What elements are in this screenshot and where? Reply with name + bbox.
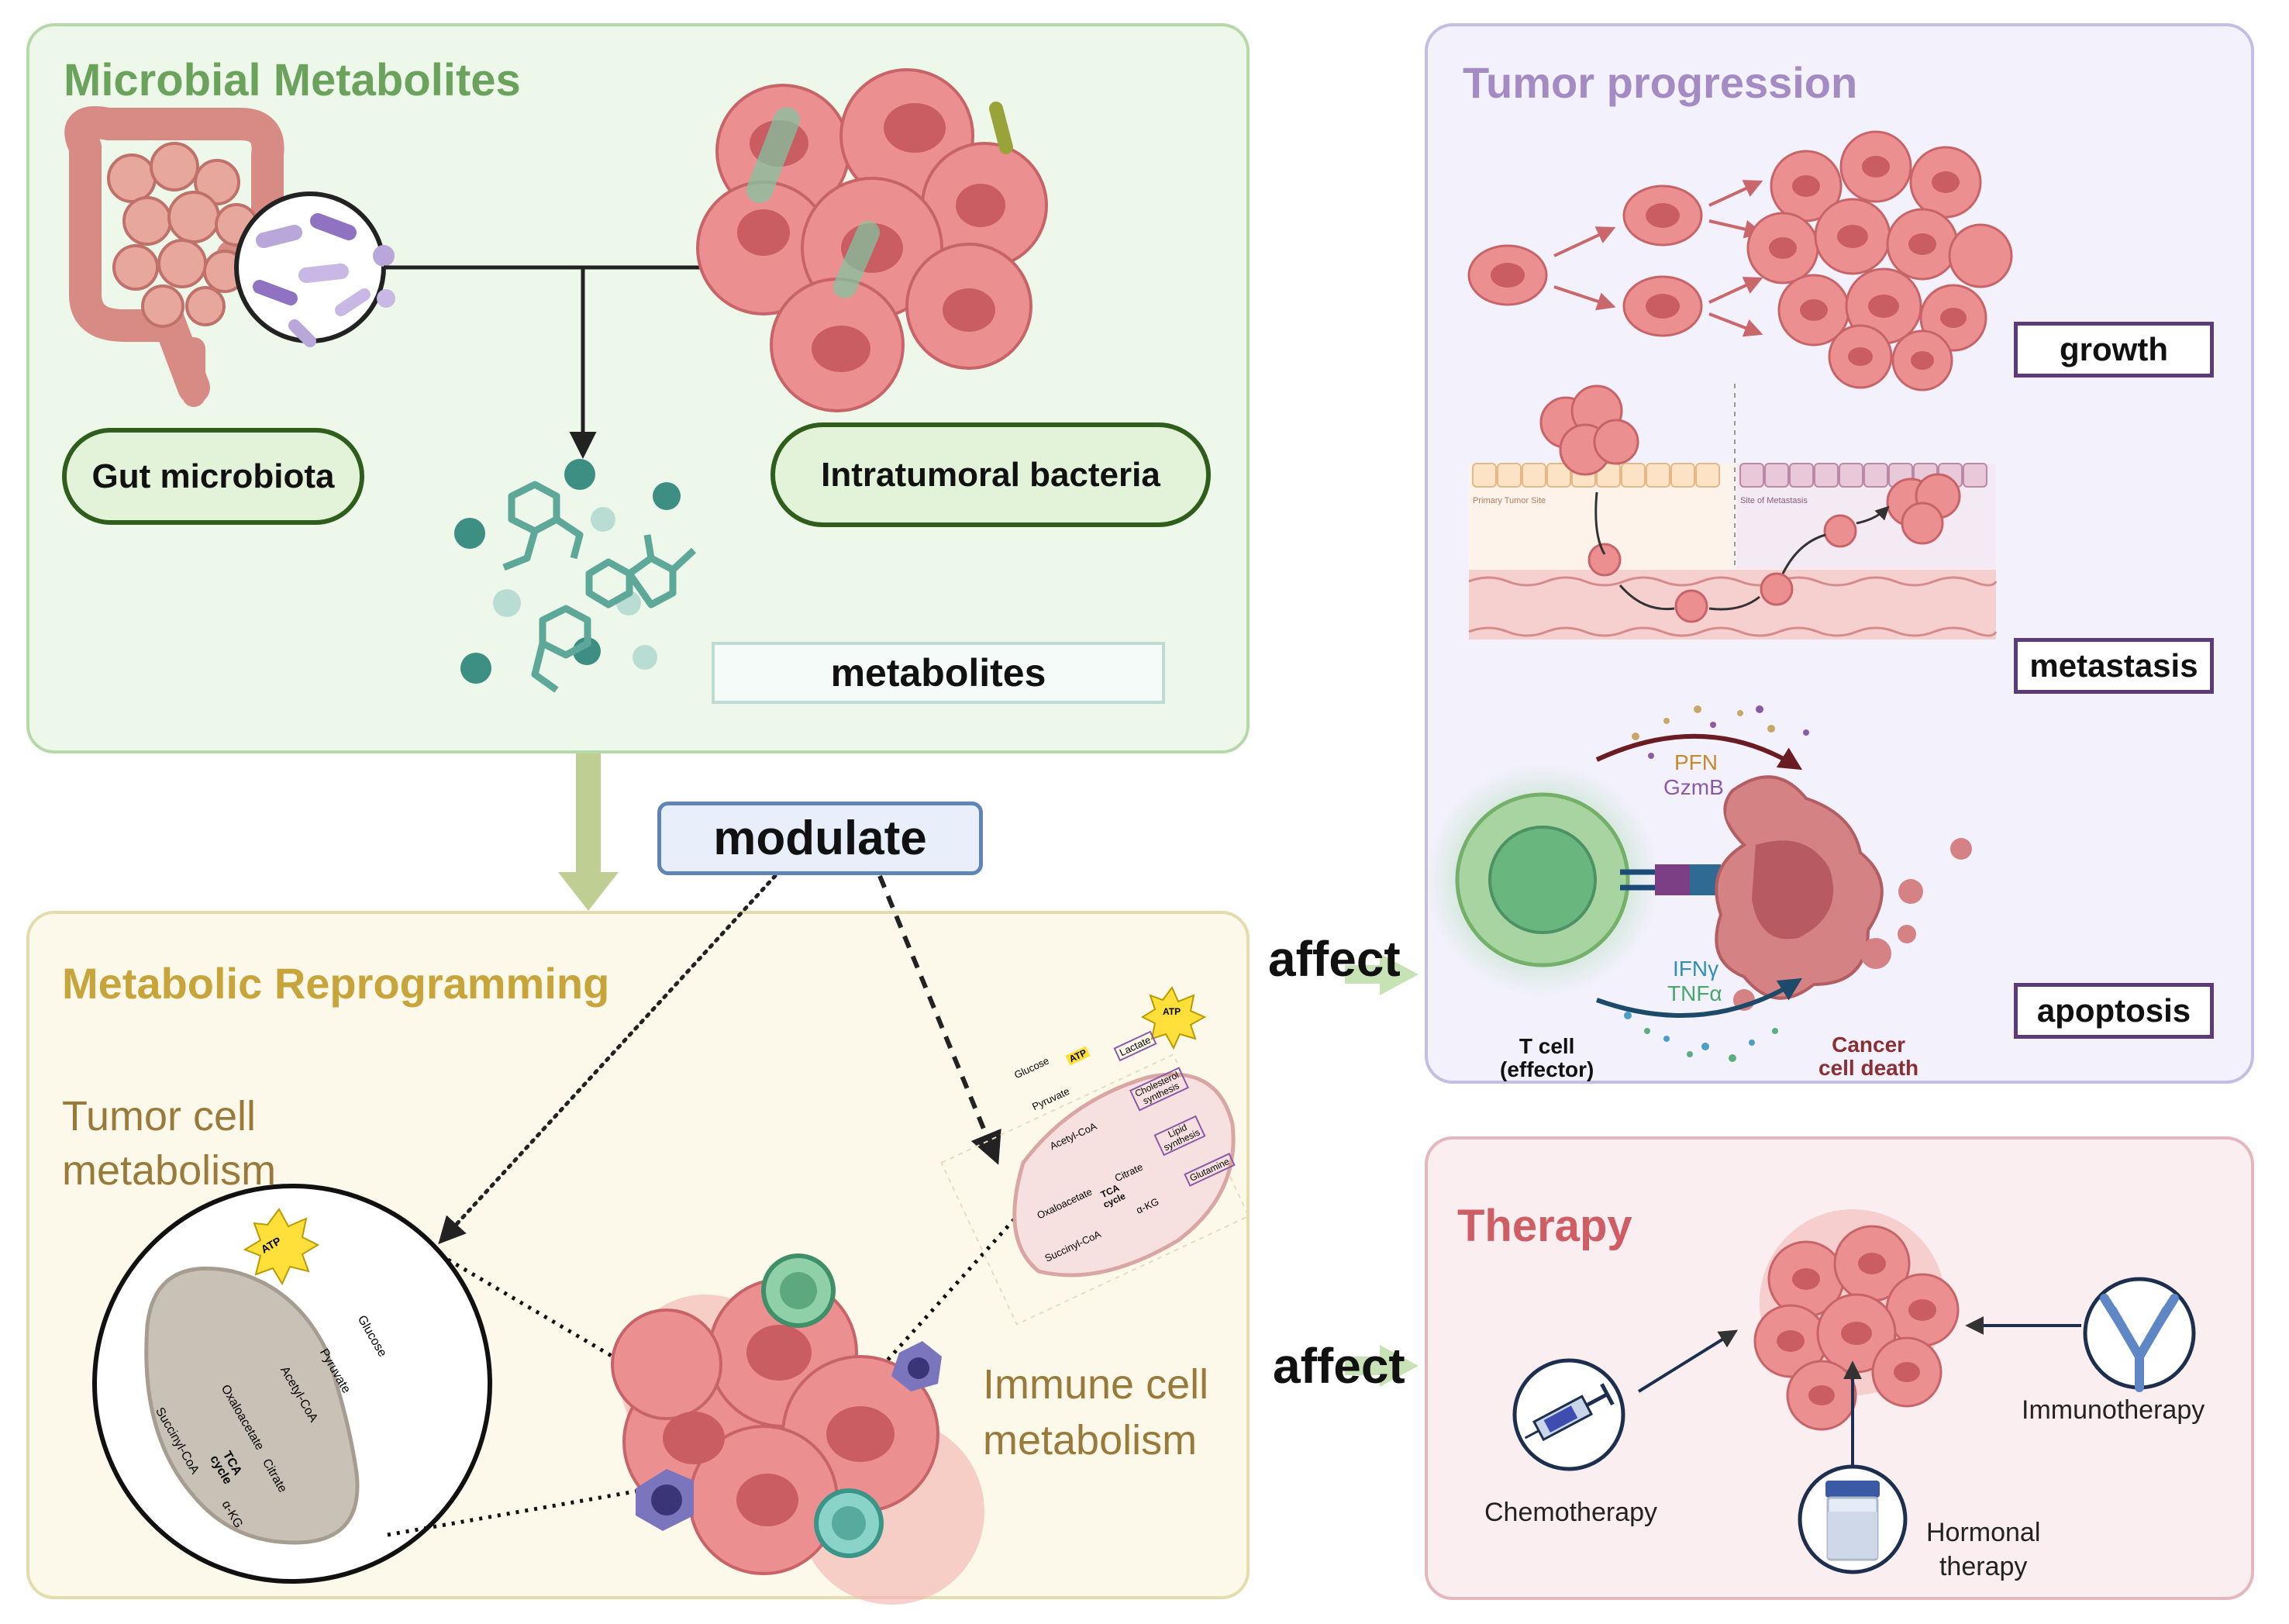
metabolite-molecules xyxy=(454,459,697,693)
pfn-label: PFN xyxy=(1674,750,1718,774)
microbial-metabolites-panel xyxy=(26,23,1250,753)
immunotherapy-label: Immunotherapy xyxy=(2022,1395,2205,1425)
microbiota-magnifier xyxy=(234,191,395,347)
apoptosis-illustration xyxy=(1426,705,1972,1062)
cancer-death-line1: Cancer xyxy=(1832,1033,1906,1057)
intratumoral-tumor-cluster xyxy=(696,68,1048,412)
flow-arrow-head xyxy=(558,872,619,911)
modulate-arrow-immune xyxy=(877,874,1001,1165)
tumor-mitochondrion-diagram xyxy=(92,1184,492,1584)
affect-arrow-lower-head xyxy=(1380,1345,1419,1387)
metastasis-site-label: Site of Metastasis xyxy=(1740,496,1808,505)
primary-site-label: Primary Tumor Site xyxy=(1473,496,1546,505)
gut-microbiota-label: Gut microbiota xyxy=(62,428,364,525)
affect-label-lower: affect xyxy=(1273,1338,1405,1394)
modulate-label: modulate xyxy=(657,802,983,875)
ifng-label: IFNγ xyxy=(1673,957,1719,981)
cancer-cell-death-label: Cancer cell death xyxy=(1818,1033,1918,1080)
apoptosis-label: apoptosis xyxy=(2014,983,2214,1039)
metastasis-illustration xyxy=(1468,384,1998,640)
chemotherapy-label: Chemotherapy xyxy=(1484,1498,1658,1527)
tumor-cell-metabolism-line2: metabolism xyxy=(62,1147,277,1194)
t-cell-line2: (effector) xyxy=(1500,1057,1594,1081)
flow-arrow-shaft xyxy=(576,753,601,878)
immune-atp-label: ATP xyxy=(1163,1006,1181,1017)
affect-arrow-upper-head xyxy=(1380,953,1419,995)
immune-cell-metabolism-line2: metabolism xyxy=(983,1417,1198,1464)
hormonal-therapy-label: Hormonal therapy xyxy=(1926,1515,2040,1584)
hormonal-line1: Hormonal xyxy=(1926,1518,2041,1547)
tumor-progression-title: Tumor progression xyxy=(1463,58,1858,107)
affect-label-upper: affect xyxy=(1268,931,1401,987)
immune-atp-star xyxy=(1140,986,1207,1050)
t-cell-label: T cell (effector) xyxy=(1500,1035,1594,1081)
microbial-title: Microbial Metabolites xyxy=(64,55,521,105)
t-cell-line1: T cell xyxy=(1519,1034,1575,1058)
metabolites-label: metabolites xyxy=(712,642,1165,704)
immune-cell-metabolism-label: Immune cell metabolism xyxy=(983,1357,1208,1468)
immune-cell-metabolism-line1: Immune cell xyxy=(983,1361,1209,1408)
intratumoral-bacteria-label: Intratumoral bacteria xyxy=(770,422,1211,527)
therapy-title: Therapy xyxy=(1457,1201,1632,1251)
affect-arrow-lower-shaft xyxy=(1345,1357,1384,1375)
metastasis-label: metastasis xyxy=(2014,638,2214,694)
tumor-immune-cluster xyxy=(611,1253,984,1605)
tumor-cell-metabolism-label: Tumor cell metabolism xyxy=(62,1089,276,1198)
tumor-cell-metabolism-line1: Tumor cell xyxy=(62,1093,257,1140)
modulate-arrow-tumor xyxy=(438,874,777,1245)
immune-mitochondrion-body xyxy=(1012,1072,1236,1277)
metabolic-title: Metabolic Reprogramming xyxy=(62,959,610,1008)
hormonal-line2: therapy xyxy=(1939,1552,2028,1581)
growth-illustration xyxy=(1467,130,2013,391)
growth-label: growth xyxy=(2014,322,2214,378)
tnfa-label: TNFα xyxy=(1667,981,1722,1005)
cancer-death-line2: cell death xyxy=(1818,1056,1919,1080)
therapy-illustration xyxy=(1512,1209,2196,1574)
gzmb-label: GzmB xyxy=(1663,775,1724,799)
affect-arrow-upper-shaft xyxy=(1345,965,1384,984)
